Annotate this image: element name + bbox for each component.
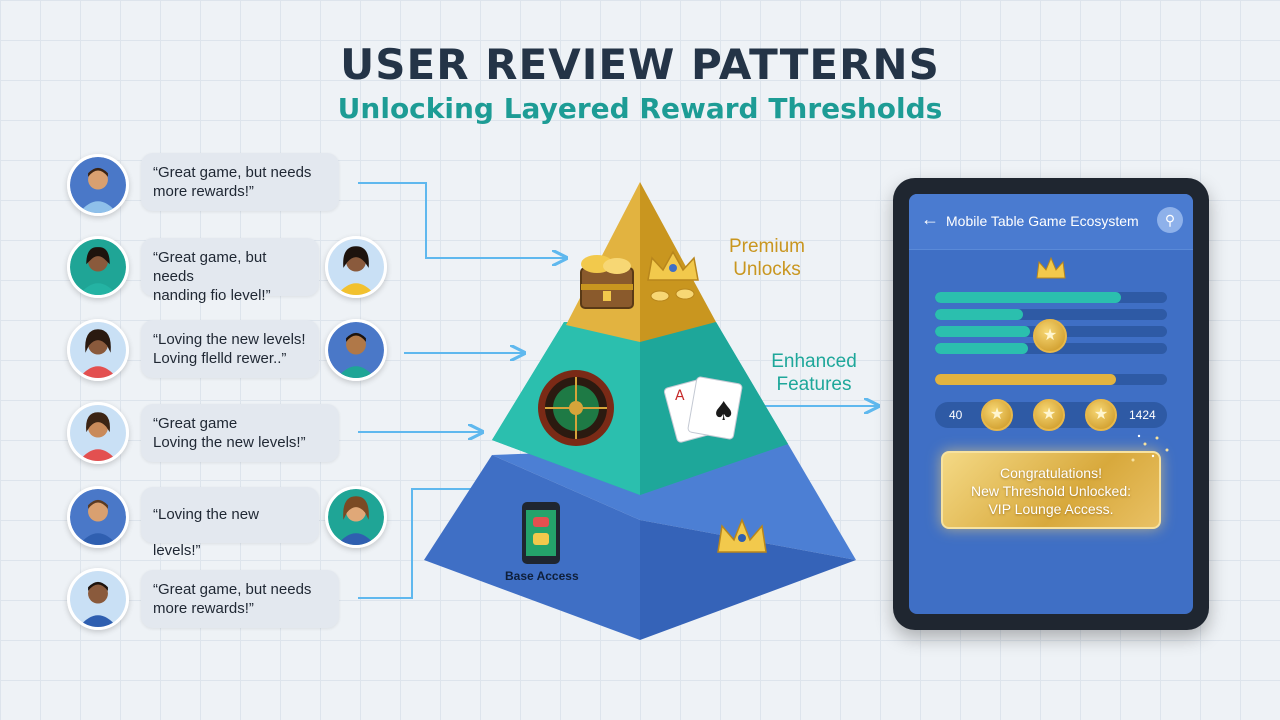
playing-cards-icon: ♠ A bbox=[663, 376, 743, 443]
screen-header: ← Mobile Table Game Ecosystem ⚲ bbox=[909, 194, 1193, 250]
review-item: “Great game, but needs more rewards!” bbox=[0, 568, 420, 638]
avatar bbox=[325, 319, 387, 381]
review-item: “Great game Loving the new levels!” bbox=[0, 402, 420, 472]
congrats-banner[interactable]: Congratulations! New Threshold Unlocked:… bbox=[941, 451, 1161, 529]
avatar bbox=[67, 236, 129, 298]
review-bubble: “Great game Loving the new levels!” bbox=[141, 404, 339, 462]
tablet-screen: ← Mobile Table Game Ecosystem ⚲ ★ 40 ★ ★… bbox=[909, 194, 1193, 614]
star-medal-icon: ★ bbox=[1033, 319, 1067, 353]
page-subtitle: Unlocking Layered Reward Thresholds bbox=[337, 92, 943, 125]
progress-bar-fill bbox=[935, 292, 1121, 303]
review-bubble: “Great game, but needs more rewards!” bbox=[141, 153, 339, 211]
tablet-device: ← Mobile Table Game Ecosystem ⚲ ★ 40 ★ ★… bbox=[893, 178, 1209, 630]
review-bubble: “Great game, but needs nanding fio level… bbox=[141, 238, 319, 304]
svg-text:♠: ♠ bbox=[712, 397, 735, 427]
avatar bbox=[67, 486, 129, 548]
screen-title: Mobile Table Game Ecosystem bbox=[946, 213, 1139, 229]
tier-label-base: Base Access bbox=[505, 569, 579, 583]
review-item: “Great game, but needs more rewards!” bbox=[0, 152, 420, 222]
tier-label-premium: Premium Unlocks bbox=[728, 236, 805, 280]
avatar bbox=[67, 319, 129, 381]
review-item: “Loving the new levels!” bbox=[0, 486, 420, 559]
avatar bbox=[325, 486, 387, 548]
review-bubble: “Loving the new levels! Loving flelld re… bbox=[141, 320, 319, 378]
svg-text:A: A bbox=[675, 388, 685, 404]
avatar bbox=[67, 568, 129, 630]
progress-bar-fill bbox=[935, 343, 1028, 354]
sparkle-icon bbox=[1131, 434, 1169, 462]
progress-bar-fill bbox=[935, 374, 1116, 385]
treasure-chest-icon bbox=[580, 255, 634, 309]
progress-bar bbox=[935, 309, 1167, 320]
medal-row: 40 ★ ★ ★ 1424 bbox=[935, 399, 1167, 431]
back-arrow-icon[interactable]: ← bbox=[921, 209, 939, 229]
progress-bar-fill bbox=[935, 326, 1031, 337]
progress-bar bbox=[935, 374, 1167, 385]
review-item: “Loving the new levels! Loving flelld re… bbox=[0, 319, 420, 389]
location-pin-icon[interactable]: ⚲ bbox=[1157, 207, 1183, 233]
progress-bar-fill bbox=[935, 309, 1024, 320]
crown-icon bbox=[717, 517, 767, 553]
avatar bbox=[67, 402, 129, 464]
review-bubble: “Loving the new levels!” bbox=[141, 487, 319, 559]
star-medal-icon: ★ bbox=[981, 399, 1013, 431]
crown-icon bbox=[1036, 256, 1066, 279]
star-medal-icon: ★ bbox=[1085, 399, 1117, 431]
page-title: USER REVIEW PATTERNS bbox=[340, 40, 940, 89]
avatar bbox=[325, 236, 387, 298]
tier-label-enhanced: Enhanced Features bbox=[771, 351, 857, 395]
avatar bbox=[67, 154, 129, 216]
review-item: “Great game, but needs nanding fio level… bbox=[0, 236, 420, 306]
crown-icon bbox=[647, 250, 699, 281]
medal-right-value: 1424 bbox=[1129, 408, 1156, 422]
star-medal-icon: ★ bbox=[1033, 399, 1065, 431]
smartphone-icon bbox=[522, 502, 560, 564]
roulette-wheel-icon bbox=[538, 370, 614, 446]
review-bubble: “Great game, but needs more rewards!” bbox=[141, 570, 339, 628]
coins-icon bbox=[650, 288, 695, 302]
medal-left-value: 40 bbox=[949, 408, 963, 422]
progress-bar bbox=[935, 292, 1167, 303]
